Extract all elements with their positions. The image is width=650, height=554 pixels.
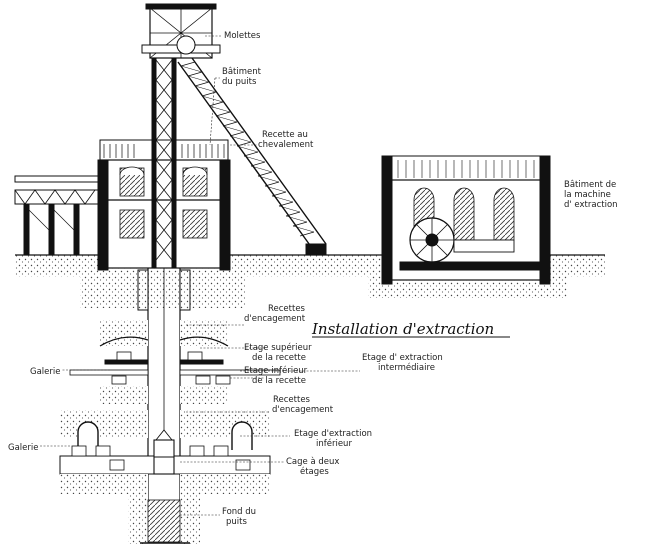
label-recettes-encagement-top-line2: d'encagement [244,314,306,324]
label-batiment-puits-line2: du puits [222,77,257,87]
label-cage-deux-etages-line2: étages [300,466,329,477]
trestle-bridge [14,175,104,255]
label-fond-puits-line1: Fond du [222,507,256,517]
leader-lines [40,35,360,516]
hoist-building [381,155,551,285]
label-etage-intermediaire-line1: Etage d' extraction [362,353,443,363]
label-recette-chevalement-line2: chevalement [258,140,314,150]
label-etage-extraction-inferieur-line2: inférieur [316,438,352,449]
label-cage-deux-etages-line1: Cage à deux [286,457,339,467]
label-recettes-encagement-bottom-line2: d'encagement [272,405,334,415]
label-batiment-puits-line1: Bâtiment [222,67,262,77]
label-etage-superieur-line1: Etage supérieur [244,342,312,353]
label-galerie-top: Galerie [30,367,60,377]
label-etage-extraction-inferieur-line1: Etage d'extraction [294,429,372,439]
label-recette-chevalement-line1: Recette au [262,130,308,140]
headframe-tower [141,3,221,269]
two-deck-cage [153,429,175,475]
diagram-title: Installation d'extraction [311,320,494,338]
label-galerie-bottom: Galerie [8,443,38,453]
label-batiment-machine-line2: la machine [564,190,611,200]
label-recettes-encagement-top-line1: Recettes [268,304,306,314]
label-recettes-encagement-bottom-line1: Recettes [273,395,311,405]
label-etage-inferieur-line2: de la recette [252,376,306,386]
label-etage-intermediaire-line2: intermédiaire [378,362,435,373]
label-etage-superieur-line2: de la recette [252,353,306,363]
label-molettes: Molettes [224,31,261,41]
shaft-building [97,139,231,271]
shaft-sump [128,474,200,544]
label-fond-puits-line2: puits [226,517,247,527]
upper-station [69,320,281,404]
label-batiment-machine-line3: d' extraction [564,200,618,210]
label-batiment-machine-line1: Bâtiment de [564,180,616,190]
label-etage-inferieur-line1: Etage inférieur [244,365,308,376]
